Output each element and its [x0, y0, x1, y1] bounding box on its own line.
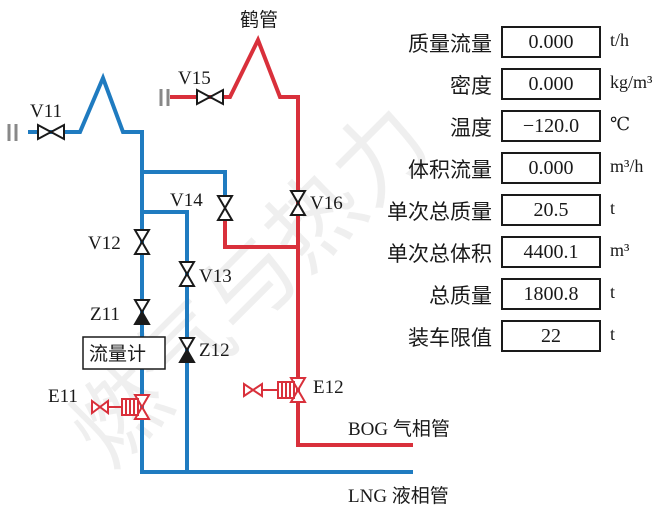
row-label: 质量流量	[408, 32, 492, 56]
row-label: 总质量	[429, 284, 492, 308]
valve-v12[interactable]	[133, 229, 151, 255]
total-mass-value: 1800.8	[501, 278, 601, 310]
valve-v16[interactable]	[289, 190, 307, 216]
row-mass-flow: 质量流量 0.000 t/h	[360, 24, 665, 58]
batch-mass-value: 20.5	[501, 194, 601, 226]
valve-v13[interactable]	[178, 261, 196, 287]
row-unit: t	[610, 198, 616, 218]
row-label: 装车限值	[408, 326, 492, 350]
label-v14: V14	[170, 190, 203, 211]
row-unit: kg/m³	[610, 72, 653, 92]
label-z11: Z11	[90, 304, 120, 325]
row-label: 体积流量	[408, 158, 492, 182]
label-v12: V12	[88, 233, 121, 254]
batch-volume-value: 4400.1	[501, 236, 601, 268]
row-unit: t	[610, 324, 616, 344]
temperature-value: −120.0	[501, 110, 601, 142]
label-bog-pipe: BOG 气相管	[348, 418, 450, 440]
row-density: 密度 0.000 kg/m³	[360, 66, 665, 100]
row-label: 温度	[450, 116, 492, 140]
label-flowmeter: 流量计	[89, 343, 146, 365]
valve-v11[interactable]	[37, 123, 65, 141]
mass-flow-value: 0.000	[501, 26, 601, 58]
row-total-mass: 总质量 1800.8 t	[360, 276, 665, 310]
label-e12: E12	[313, 377, 344, 398]
row-label: 单次总质量	[387, 200, 492, 224]
pipe-end-caps	[7, 89, 170, 141]
label-v15: V15	[178, 68, 211, 89]
row-unit: m³	[610, 240, 630, 260]
row-loading-limit: 装车限值 22 t	[360, 318, 665, 352]
row-batch-mass: 单次总质量 20.5 t	[360, 192, 665, 226]
label-v16: V16	[310, 193, 343, 214]
density-value: 0.000	[501, 68, 601, 100]
row-batch-volume: 单次总体积 4400.1 m³	[360, 234, 665, 268]
check-valve-z11[interactable]	[133, 299, 151, 325]
label-e11: E11	[48, 386, 78, 407]
emergency-valve-e11[interactable]	[91, 394, 151, 420]
label-v13: V13	[199, 266, 232, 287]
label-lng-pipe: LNG 液相管	[348, 485, 449, 507]
label-v11: V11	[30, 101, 62, 122]
row-label: 密度	[450, 74, 492, 98]
volume-flow-value: 0.000	[501, 152, 601, 184]
emergency-valve-e12[interactable]	[243, 377, 307, 403]
gas-piping	[170, 35, 413, 447]
flowmeter-box	[82, 336, 166, 370]
row-label: 单次总体积	[387, 242, 492, 266]
row-unit: t/h	[610, 30, 630, 50]
label-crane-pipe: 鹤管	[240, 9, 278, 31]
row-temperature: 温度 −120.0 ℃	[360, 108, 665, 142]
valve-v14[interactable]	[216, 195, 234, 221]
valve-v15[interactable]	[196, 88, 224, 106]
loading-limit-value: 22	[501, 320, 601, 352]
row-unit: m³/h	[610, 156, 644, 176]
check-valve-z12[interactable]	[178, 337, 196, 363]
label-z12: Z12	[199, 340, 230, 361]
row-unit: ℃	[610, 114, 631, 134]
row-unit: t	[610, 282, 616, 302]
row-volume-flow: 体积流量 0.000 m³/h	[360, 150, 665, 184]
